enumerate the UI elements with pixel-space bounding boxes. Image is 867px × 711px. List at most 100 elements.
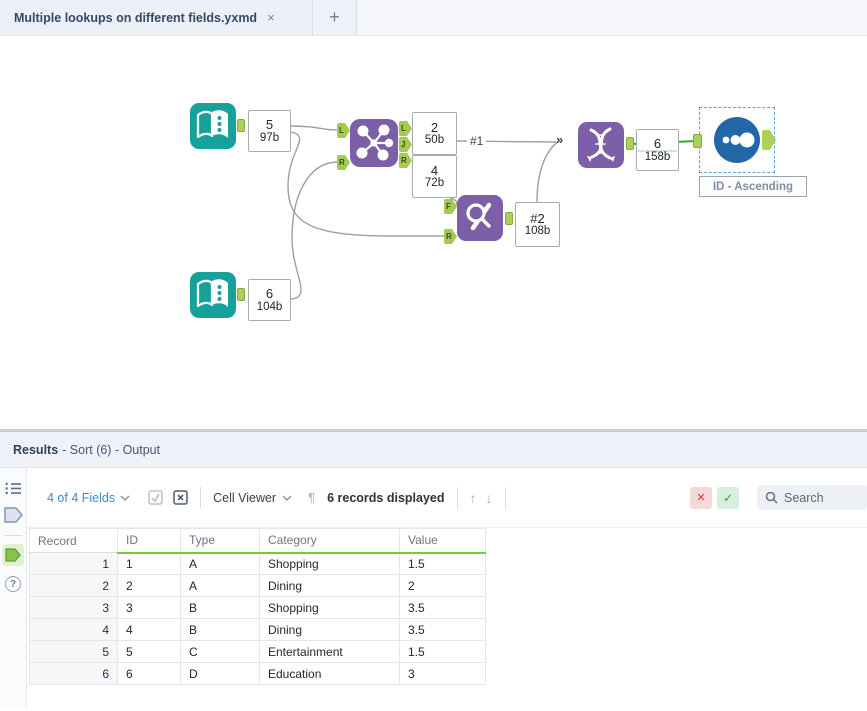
join-r-record-badge: 4 72b	[412, 155, 457, 198]
column-header-value[interactable]: Value	[399, 528, 486, 554]
output-anchor-view-button[interactable]	[2, 544, 24, 566]
input-data-tool-1[interactable]	[190, 103, 236, 149]
table-cell[interactable]: Entertainment	[259, 640, 400, 663]
plus-icon: +	[329, 7, 340, 27]
workflow-canvas[interactable]: 5 97b 6 104b	[0, 36, 867, 429]
join-icon	[350, 119, 398, 167]
table-row[interactable]: 5 5 C Entertainment 1.5	[29, 640, 486, 663]
table-cell[interactable]: A	[180, 574, 260, 597]
record-number-cell[interactable]: 5	[29, 640, 118, 663]
find-replace-output-anchor[interactable]	[505, 212, 513, 225]
table-cell[interactable]: Shopping	[259, 596, 400, 619]
input-anchor-view-button[interactable]	[3, 507, 23, 523]
record-number-cell[interactable]: 4	[29, 618, 118, 641]
table-cell[interactable]: 3.5	[399, 618, 486, 641]
close-tab-icon[interactable]: ×	[267, 10, 275, 25]
input-data-tool-2[interactable]	[190, 272, 236, 318]
table-cell[interactable]: 1	[117, 552, 181, 575]
table-cell[interactable]: Education	[259, 662, 400, 685]
paragraph-marks-icon[interactable]: ¶	[308, 490, 316, 505]
help-button[interactable]: ?	[5, 576, 21, 592]
sort-icon	[714, 117, 760, 163]
sort-output-anchor[interactable]	[762, 130, 776, 150]
input-data-icon	[190, 272, 236, 318]
input2-output-anchor[interactable]	[237, 288, 245, 301]
down-arrow-icon[interactable]: ↓	[485, 489, 493, 506]
find-replace-replace-anchor[interactable]: R	[444, 229, 457, 244]
table-cell[interactable]: 5	[117, 640, 181, 663]
column-header-record[interactable]: Record	[29, 528, 118, 553]
wire-through-badge	[638, 150, 677, 152]
join-output-left-anchor[interactable]: L	[399, 121, 412, 136]
table-cell[interactable]: D	[180, 662, 260, 685]
results-main: 4 of 4 Fields Cell Viewer ¶ 6 records	[27, 468, 867, 707]
table-cell[interactable]: C	[180, 640, 260, 663]
join-input-right-anchor[interactable]: R	[337, 155, 350, 170]
join-output-right-anchor[interactable]: R	[399, 153, 412, 168]
find-replace-find-anchor[interactable]: F	[444, 199, 457, 214]
union-output-anchor[interactable]	[626, 137, 634, 150]
table-cell[interactable]: Shopping	[259, 552, 400, 575]
table-row[interactable]: 2 2 A Dining 2	[29, 574, 486, 597]
search-box[interactable]	[757, 485, 867, 510]
cancel-button[interactable]: ✕	[690, 486, 712, 509]
union-multi-input-marker[interactable]: »	[556, 132, 563, 147]
table-cell[interactable]: 3.5	[399, 596, 486, 619]
record-number-cell[interactable]: 3	[29, 596, 118, 619]
input2-record-badge: 6 104b	[248, 279, 291, 321]
results-splitter[interactable]	[0, 429, 867, 432]
table-row[interactable]: 6 6 D Education 3	[29, 662, 486, 685]
cell-viewer-dropdown[interactable]: Cell Viewer	[213, 490, 277, 505]
union-tool[interactable]	[578, 122, 624, 168]
sort-annotation[interactable]: ID - Ascending	[699, 176, 807, 197]
metadata-list-button[interactable]	[5, 482, 22, 495]
table-cell[interactable]: B	[180, 596, 260, 619]
table-row[interactable]: 3 3 B Shopping 3.5	[29, 596, 486, 619]
join-tool[interactable]	[350, 119, 398, 167]
table-cell[interactable]: 3	[399, 662, 486, 685]
column-header-type[interactable]: Type	[180, 528, 260, 554]
select-checkbox-icon[interactable]	[148, 490, 163, 505]
chevron-down-icon[interactable]	[282, 494, 292, 501]
record-number-cell[interactable]: 6	[29, 662, 118, 685]
table-cell[interactable]: B	[180, 618, 260, 641]
new-tab-button[interactable]: +	[313, 0, 357, 35]
table-row[interactable]: 4 4 B Dining 3.5	[29, 618, 486, 641]
table-cell[interactable]: Dining	[259, 618, 400, 641]
table-cell[interactable]: 2	[117, 574, 181, 597]
search-input[interactable]	[784, 490, 854, 505]
table-cell[interactable]: 2	[399, 574, 486, 597]
find-replace-tool[interactable]	[457, 195, 503, 241]
table-row[interactable]: 1 1 A Shopping 1.5	[29, 552, 486, 575]
up-arrow-icon[interactable]: ↑	[469, 489, 477, 506]
workflow-tab[interactable]: Multiple lookups on different fields.yxm…	[0, 0, 313, 35]
connection-label-1[interactable]: #1	[467, 133, 487, 149]
table-cell[interactable]: Dining	[259, 574, 400, 597]
find-replace-icon	[457, 195, 503, 241]
records-displayed-text: 6 records displayed	[327, 490, 445, 505]
header-row: Record ID Type Category Value	[29, 528, 486, 554]
join-output-join-anchor[interactable]: J	[399, 137, 412, 152]
table-cell[interactable]: 3	[117, 596, 181, 619]
record-number-cell[interactable]: 2	[29, 574, 118, 597]
column-header-category[interactable]: Category	[259, 528, 400, 554]
table-cell[interactable]: 1.5	[399, 552, 486, 575]
results-title: Results	[13, 442, 59, 457]
table-cell[interactable]: A	[180, 552, 260, 575]
apply-button[interactable]: ✓	[717, 486, 739, 509]
sort-input-anchor[interactable]	[693, 134, 702, 148]
record-number-cell[interactable]: 1	[29, 552, 118, 575]
chevron-down-icon[interactable]	[120, 494, 130, 501]
results-header: Results - Sort (6) - Output	[0, 432, 867, 468]
results-subtitle: - Sort (6) - Output	[62, 442, 161, 457]
deselect-x-square-icon[interactable]	[173, 490, 188, 505]
sort-tool[interactable]	[713, 116, 761, 164]
table-cell[interactable]: 4	[117, 618, 181, 641]
input1-output-anchor[interactable]	[237, 119, 245, 132]
table-cell[interactable]: 6	[117, 662, 181, 685]
fields-dropdown[interactable]: 4 of 4 Fields	[47, 490, 116, 505]
column-header-id[interactable]: ID	[117, 528, 181, 554]
join-input-left-anchor[interactable]: L	[337, 123, 350, 138]
table-cell[interactable]: 1.5	[399, 640, 486, 663]
